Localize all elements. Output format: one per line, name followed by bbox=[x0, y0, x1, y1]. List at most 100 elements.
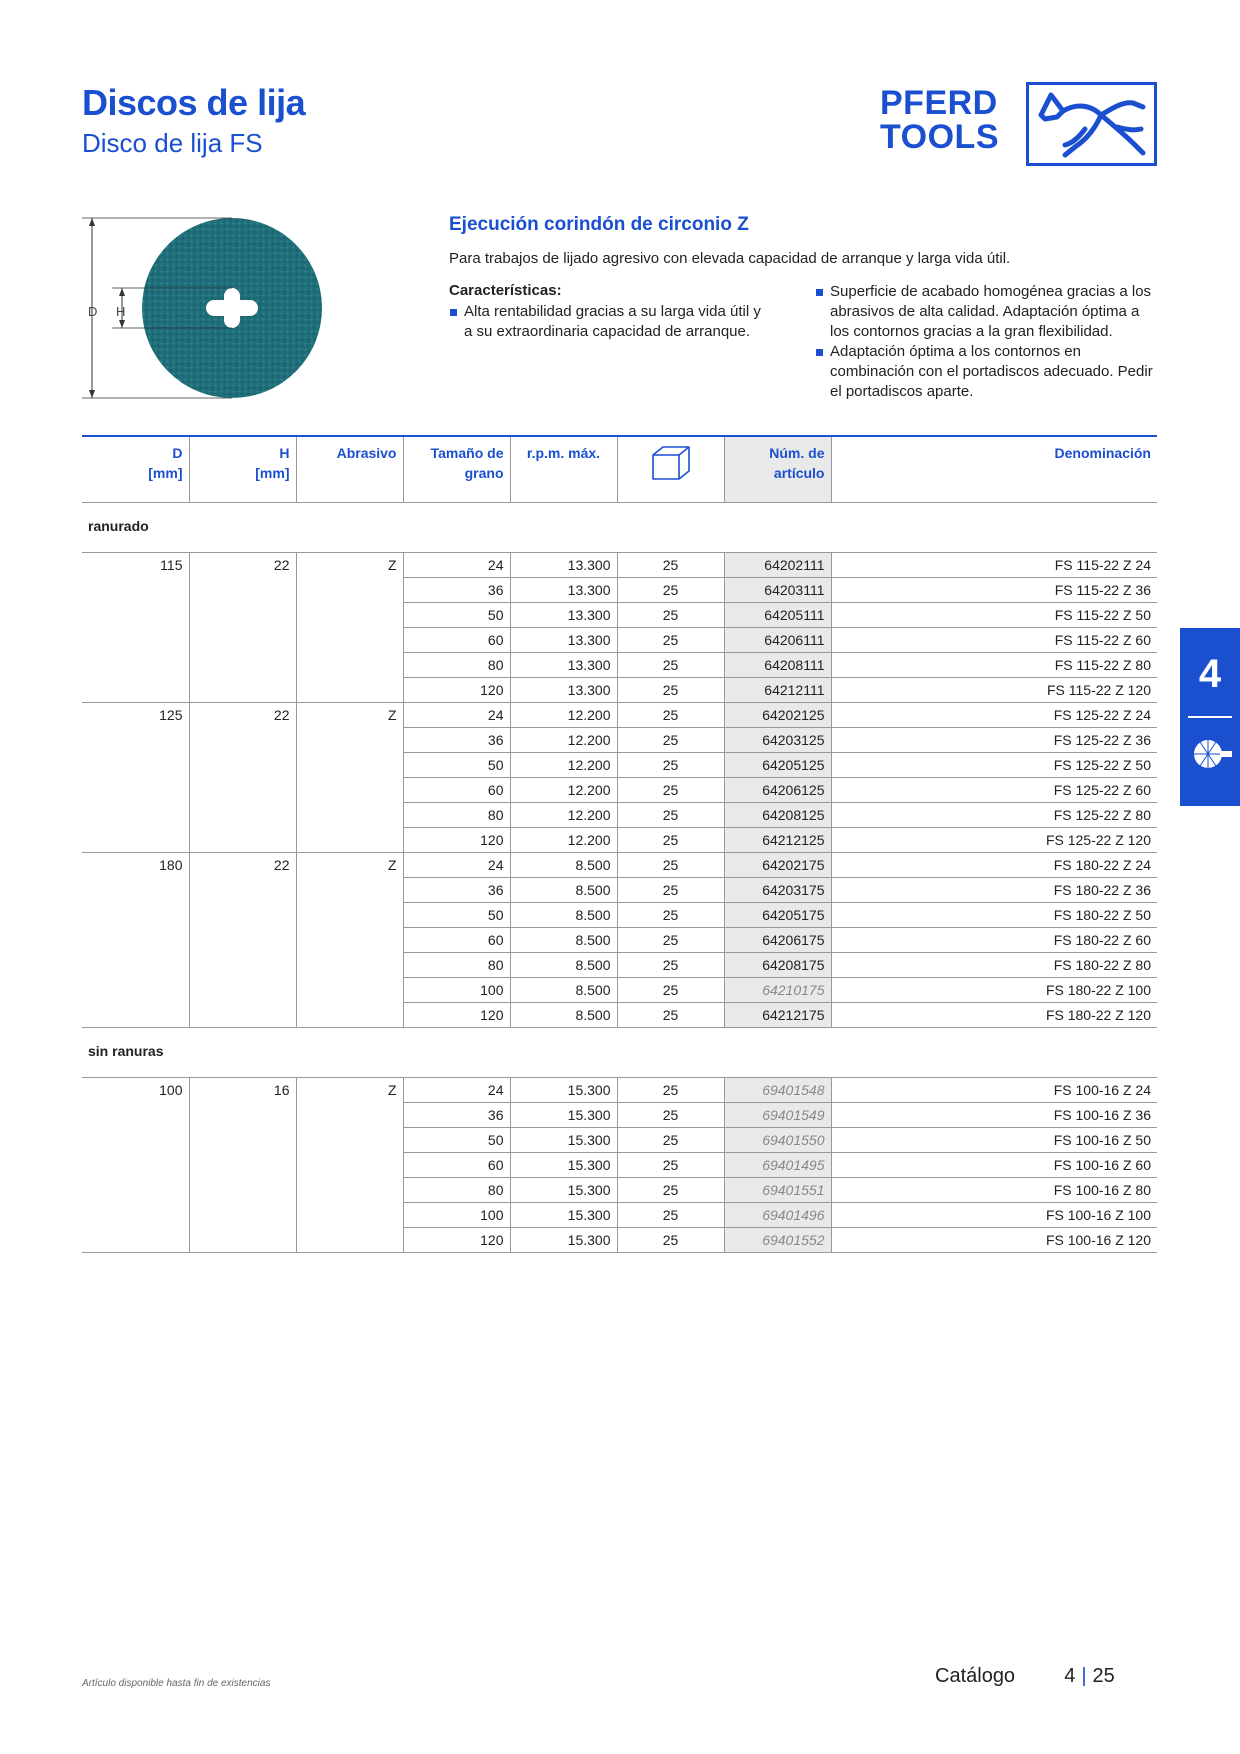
cell-denominacion: FS 180-22 Z 100 bbox=[830, 976, 1157, 1002]
cell-articulo: 69401550 bbox=[723, 1126, 831, 1152]
page-footer: Catálogo 4|25 bbox=[935, 1665, 1115, 1688]
cell-abrasivo bbox=[295, 1227, 403, 1253]
cell-pack: 25 bbox=[616, 1101, 724, 1127]
cell-pack: 25 bbox=[616, 1151, 724, 1177]
cell-denominacion: FS 115-22 Z 24 bbox=[830, 551, 1157, 577]
cell-denominacion: FS 125-22 Z 36 bbox=[830, 726, 1157, 752]
cell-pack: 25 bbox=[616, 601, 724, 627]
cell-abrasivo bbox=[295, 727, 403, 752]
cell-h: 16 bbox=[188, 1076, 296, 1102]
cell-h bbox=[188, 1177, 296, 1202]
feature-item: Adaptación óptima a los contornos en com… bbox=[815, 342, 1155, 402]
cell-grano: 80 bbox=[402, 651, 510, 677]
cell-articulo: 69401552 bbox=[723, 1226, 831, 1253]
cell-h bbox=[188, 727, 296, 752]
cell-rpm: 13.300 bbox=[509, 576, 617, 602]
cell-rpm: 13.300 bbox=[509, 601, 617, 627]
cell-grano: 50 bbox=[402, 751, 510, 777]
cell-grano: 60 bbox=[402, 1151, 510, 1177]
cell-pack: 25 bbox=[616, 851, 724, 877]
cell-articulo: 64202111 bbox=[723, 551, 831, 577]
cell-abrasivo bbox=[295, 1177, 403, 1202]
cell-rpm: 15.300 bbox=[509, 1226, 617, 1253]
cell-pack: 25 bbox=[616, 1201, 724, 1227]
cell-articulo: 64203125 bbox=[723, 726, 831, 752]
cell-h bbox=[188, 1102, 296, 1127]
cell-pack: 25 bbox=[616, 726, 724, 752]
catalog-label: Catálogo bbox=[935, 1665, 1016, 1687]
cell-grano: 80 bbox=[402, 801, 510, 827]
cell-pack: 25 bbox=[616, 551, 724, 577]
group-caption: sin ranuras bbox=[88, 1042, 164, 1059]
cell-abrasivo bbox=[295, 652, 403, 677]
cell-grano: 24 bbox=[402, 851, 510, 877]
cell-rpm: 12.200 bbox=[509, 801, 617, 827]
horse-icon bbox=[1026, 82, 1157, 166]
header-rpm: r.p.m. máx. bbox=[509, 435, 617, 503]
cell-articulo: 69401549 bbox=[723, 1101, 831, 1127]
cell-rpm: 15.300 bbox=[509, 1151, 617, 1177]
cell-denominacion: FS 180-22 Z 60 bbox=[830, 926, 1157, 952]
cell-abrasivo bbox=[295, 677, 403, 702]
cell-rpm: 8.500 bbox=[509, 901, 617, 927]
cell-pack: 25 bbox=[616, 751, 724, 777]
cell-pack: 25 bbox=[616, 976, 724, 1002]
cell-grano: 120 bbox=[402, 1001, 510, 1028]
cell-abrasivo: Z bbox=[295, 1076, 403, 1102]
logo-line-1: PFERD bbox=[880, 84, 998, 122]
cell-d bbox=[82, 977, 189, 1002]
cell-d bbox=[82, 777, 189, 802]
dimension-label-h: H bbox=[116, 304, 126, 319]
cell-grano: 24 bbox=[402, 701, 510, 727]
cell-h bbox=[188, 602, 296, 627]
cell-denominacion: FS 100-16 Z 36 bbox=[830, 1101, 1157, 1127]
cell-pack: 25 bbox=[616, 876, 724, 902]
footer-divider: | bbox=[1081, 1665, 1087, 1687]
cell-h bbox=[188, 927, 296, 952]
cell-d bbox=[82, 827, 189, 852]
feature-item: Alta rentabilidad gracias a su larga vid… bbox=[449, 302, 769, 342]
cell-denominacion: FS 180-22 Z 36 bbox=[830, 876, 1157, 902]
chapter-ref: 4 bbox=[1064, 1665, 1076, 1687]
cell-articulo: 64205125 bbox=[723, 751, 831, 777]
cell-articulo: 64208111 bbox=[723, 651, 831, 677]
cell-abrasivo bbox=[295, 1102, 403, 1127]
cell-denominacion: FS 115-22 Z 80 bbox=[830, 651, 1157, 677]
cell-articulo: 69401548 bbox=[723, 1076, 831, 1102]
cell-abrasivo bbox=[295, 577, 403, 602]
cell-d: 125 bbox=[82, 701, 189, 727]
cell-rpm: 12.200 bbox=[509, 701, 617, 727]
cell-abrasivo bbox=[295, 777, 403, 802]
section-title: Ejecución corindón de circonio Z bbox=[449, 214, 749, 235]
cell-d bbox=[82, 627, 189, 652]
cell-pack: 25 bbox=[616, 701, 724, 727]
cell-denominacion: FS 100-16 Z 120 bbox=[830, 1226, 1157, 1253]
cell-d bbox=[82, 727, 189, 752]
cell-pack: 25 bbox=[616, 951, 724, 977]
cell-rpm: 8.500 bbox=[509, 851, 617, 877]
cell-d bbox=[82, 952, 189, 977]
section-description: Para trabajos de lijado agresivo con ele… bbox=[449, 250, 1011, 267]
dimension-label-d: D bbox=[88, 304, 98, 319]
feature-item: Superficie de acabado homogénea gracias … bbox=[815, 282, 1155, 342]
cell-denominacion: FS 115-22 Z 36 bbox=[830, 576, 1157, 602]
cell-h bbox=[188, 1002, 296, 1028]
cell-abrasivo bbox=[295, 827, 403, 852]
cell-articulo: 64206111 bbox=[723, 626, 831, 652]
cell-abrasivo bbox=[295, 977, 403, 1002]
